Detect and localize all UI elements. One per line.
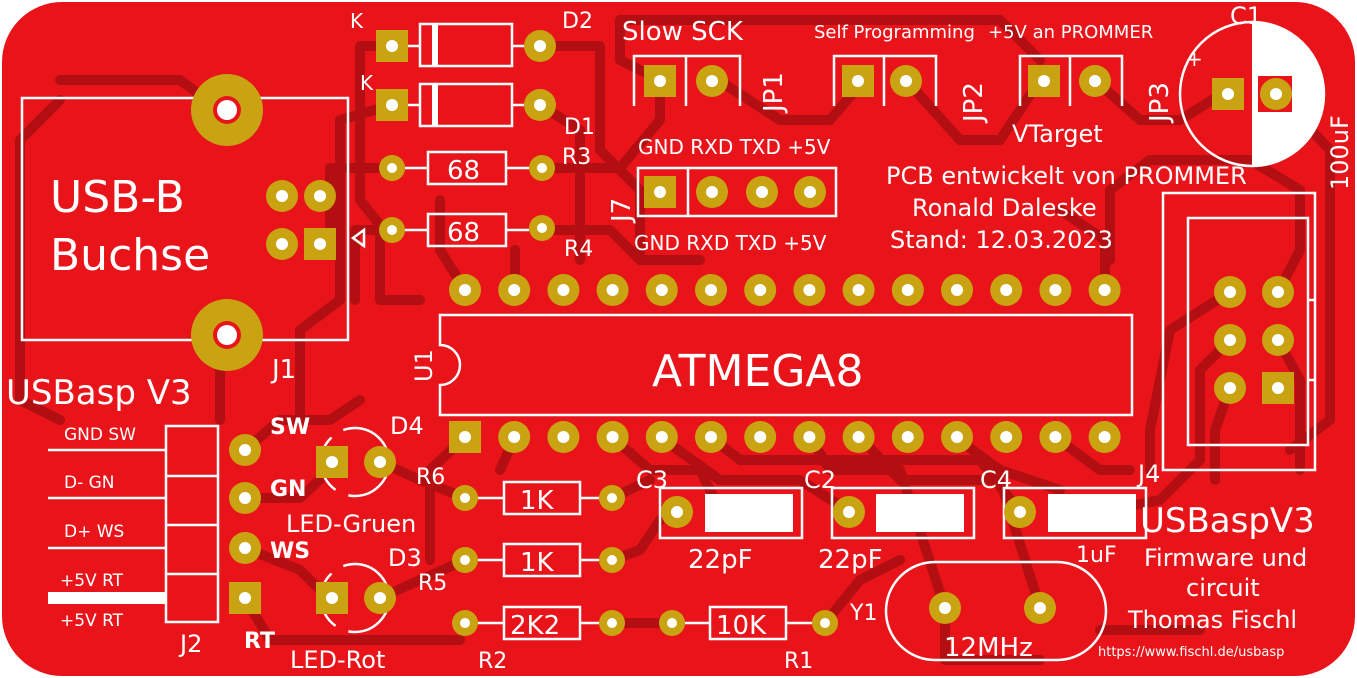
firmware-line2: circuit [1186, 574, 1260, 602]
d2-label: D2 [562, 9, 593, 34]
j2-pin3-label: D+ WS [64, 522, 124, 542]
d1-label: D1 [564, 115, 595, 140]
j4-outline [1161, 191, 1317, 472]
jp2-label: JP2 [959, 82, 989, 124]
c2-outline [830, 486, 976, 540]
c4-value: 1uF [1076, 543, 1117, 568]
c2-value: 22pF [818, 545, 883, 575]
j7-outline [636, 166, 838, 218]
pcb-credit-line1: PCB entwickelt von PROMMER [886, 162, 1247, 190]
led-gruen-label: LED-Gruen [286, 510, 416, 538]
usb-label-line2: Buchse [50, 230, 210, 281]
r6-label: R6 [416, 465, 445, 490]
j7-top-labels: GND RXD TXD +5V [638, 135, 831, 159]
c1-value: 100uF [1326, 115, 1354, 190]
j7-label: J7 [607, 198, 637, 224]
u1-label: U1 [410, 349, 438, 382]
r4-label: R4 [564, 237, 593, 262]
c3-label: C3 [636, 466, 668, 494]
c4-label: C4 [980, 466, 1012, 494]
led-rot-label: LED-Rot [290, 646, 385, 674]
j1-label: J1 [270, 355, 296, 385]
c4-outline [1002, 486, 1148, 540]
j2-label: J2 [178, 630, 202, 658]
y1-outline [884, 560, 1108, 662]
vtarget-label: VTarget [1012, 120, 1103, 148]
gn-label: GN [270, 477, 306, 502]
ws-label: WS [270, 539, 310, 564]
d2-cathode-label: K [350, 9, 364, 33]
r1-body [708, 605, 788, 641]
slow-sck-label: Slow SCK [622, 17, 744, 47]
r3-label: R3 [562, 145, 591, 170]
usbasp-v3-title: USBasp V3 [6, 373, 192, 413]
firmware-line3: Thomas Fischl [1127, 606, 1297, 634]
r3-value: 68 [447, 156, 480, 186]
j2-pin2-label: D- GN [64, 473, 115, 493]
j4-inner [1186, 216, 1310, 447]
pin1-marker [350, 227, 366, 249]
y1-label: Y1 [849, 601, 877, 626]
u1-pins-bottom [449, 421, 1121, 453]
r4-value: 68 [447, 218, 480, 248]
j7-bottom-labels: GND RXD TXD +5V [634, 231, 827, 255]
j2-pin5-label: +5V RT [60, 611, 124, 631]
r4-body [426, 212, 508, 248]
usb-label-line1: USB-B [50, 172, 185, 223]
r3-body [426, 150, 508, 186]
pcb-credit-line2: Ronald Daleske [912, 194, 1097, 222]
r2-value: 2K2 [510, 611, 560, 641]
fischl-url: https://www.fischl.de/usbasp [1098, 645, 1284, 660]
r2-body [502, 605, 582, 641]
pcb-credit-line3: Stand: 12.03.2023 [890, 226, 1113, 254]
jp3-label: JP3 [1145, 82, 1175, 124]
r6-value: 1K [520, 486, 555, 516]
atmega8-label: ATMEGA8 [652, 346, 864, 397]
d4-label: D4 [390, 412, 424, 440]
firmware-line1: Firmware und [1144, 544, 1307, 572]
plus5v-prommer-label: +5V an PROMMER [988, 22, 1153, 43]
d1-cathode-label: K [360, 71, 374, 95]
c3-outline [658, 486, 804, 540]
u1-pins-top [449, 274, 1121, 306]
r2-label: R2 [478, 649, 507, 674]
u1-outline [438, 313, 1134, 417]
c1-plus: + [1186, 47, 1203, 71]
r5-label: R5 [418, 571, 447, 596]
j2-pin1-label: GND SW [64, 425, 136, 445]
y1-value: 12MHz [944, 633, 1033, 663]
r1-value: 10K [716, 611, 767, 641]
c2-label: C2 [804, 466, 836, 494]
sw-label: SW [270, 415, 310, 440]
rt-label: RT [244, 629, 275, 654]
d3-label: D3 [388, 544, 422, 572]
j2-pin4-label: +5V RT [60, 571, 124, 591]
r6-body [502, 480, 582, 516]
r5-body [502, 542, 582, 578]
self-programming-label: Self Programming [814, 22, 975, 43]
r5-value: 1K [520, 548, 555, 578]
r1-label: R1 [784, 649, 813, 674]
usbaspv3-right-title: USBaspV3 [1140, 501, 1315, 541]
j4-label: J4 [1136, 460, 1160, 488]
c3-value: 22pF [688, 545, 753, 575]
usb-b-outline [20, 96, 350, 342]
jp1-label: JP1 [759, 72, 789, 114]
